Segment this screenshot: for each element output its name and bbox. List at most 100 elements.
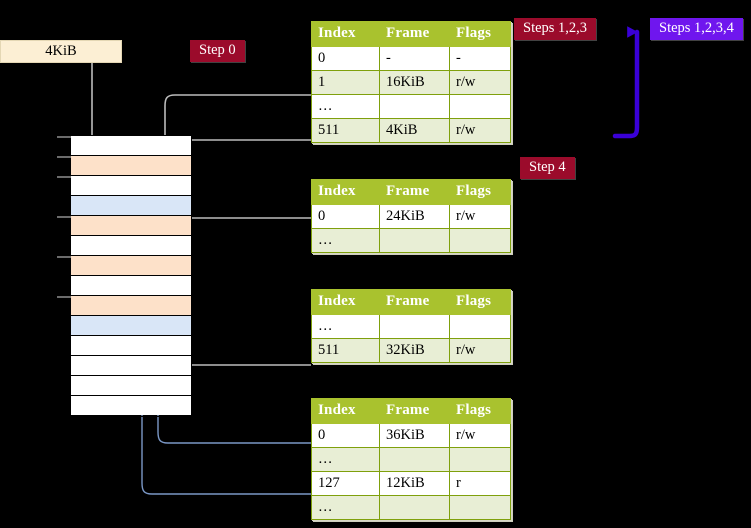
cell-index: 0 (311, 423, 380, 448)
cell-frame: 24KiB (379, 204, 450, 229)
cell-flags: r (449, 471, 511, 496)
cell-index: 0 (311, 46, 380, 71)
column-header-index: Index (311, 398, 380, 424)
cell-index: 1 (311, 70, 380, 95)
memory-frame-row (71, 315, 191, 335)
cell-index: … (311, 94, 380, 119)
connector-table1-0-to-memory (177, 217, 311, 245)
cell-flags: r/w (449, 70, 511, 95)
cell-frame: 32KiB (379, 338, 450, 363)
memory-frame-row (71, 355, 191, 375)
table-row: … (311, 314, 511, 339)
memory-frame-row (57, 215, 191, 235)
memory-frame-tick (57, 176, 71, 178)
badge-steps-1234: Steps 1,2,3,4 (650, 18, 743, 40)
memory-frame-row (71, 195, 191, 215)
cell-frame: 4KiB (379, 118, 450, 143)
memory-frame-row (57, 295, 191, 315)
cell-frame (379, 228, 450, 253)
memory-frame-row (71, 235, 191, 255)
memory-frame-tick (57, 136, 71, 138)
table-row: 0-- (311, 46, 511, 71)
cell-index: … (311, 447, 380, 472)
physical-memory-column (57, 135, 192, 417)
memory-frame-tick (57, 256, 71, 258)
cell-flags: r/w (449, 118, 511, 143)
column-header-index: Index (311, 179, 380, 205)
column-header-frame: Frame (379, 289, 450, 315)
memory-frame-tick (57, 156, 71, 158)
cell-index: 511 (311, 338, 380, 363)
column-header-frame: Frame (379, 398, 450, 424)
cell-frame: 16KiB (379, 70, 450, 95)
cell-flags: - (449, 46, 511, 71)
cell-index: … (311, 228, 380, 253)
badge-step-0: Step 0 (190, 40, 245, 62)
cell-index: 511 (311, 118, 380, 143)
cell-frame (379, 314, 450, 339)
cell-frame: - (379, 46, 450, 71)
page-size-box: 4KiB (0, 40, 122, 63)
cell-index: … (311, 495, 380, 520)
connector-table2-511-to-memory (171, 316, 311, 366)
memory-frame-row (57, 175, 191, 195)
connector-table0-1-to-memory (164, 94, 311, 192)
memory-frame-row (71, 275, 191, 295)
cell-frame: 36KiB (379, 423, 450, 448)
cell-index: … (311, 314, 380, 339)
cell-flags (449, 94, 511, 119)
column-header-index: Index (311, 21, 380, 47)
cell-flags (449, 314, 511, 339)
memory-frame-row (57, 255, 191, 275)
cell-index: 127 (311, 471, 380, 496)
cell-frame (379, 94, 450, 119)
bracket-steps-arrow (612, 26, 640, 139)
cell-flags: r/w (449, 204, 511, 229)
table-row: … (311, 447, 511, 472)
cell-flags (449, 495, 511, 520)
cell-index: 0 (311, 204, 380, 229)
memory-frame-row (57, 135, 191, 155)
cell-frame (379, 447, 450, 472)
cell-flags: r/w (449, 338, 511, 363)
table-row: … (311, 94, 511, 119)
memory-frame-tick (57, 296, 71, 298)
memory-frame-row (57, 155, 191, 175)
cell-flags (449, 228, 511, 253)
column-header-flags: Flags (449, 398, 511, 424)
table-row: … (311, 228, 511, 253)
memory-frame-row (71, 375, 191, 395)
cell-frame: 12KiB (379, 471, 450, 496)
column-header-flags: Flags (449, 21, 511, 47)
badge-step-4: Step 4 (520, 157, 575, 179)
cell-frame (379, 495, 450, 520)
connector-table3-127-to-memory (134, 210, 311, 495)
connector-table3-0-to-memory (150, 325, 311, 444)
column-header-frame: Frame (379, 21, 450, 47)
cell-flags: r/w (449, 423, 511, 448)
memory-frame-tick (57, 216, 71, 218)
column-header-index: Index (311, 289, 380, 315)
column-header-frame: Frame (379, 179, 450, 205)
badge-steps-123: Steps 1,2,3 (514, 18, 597, 40)
column-header-flags: Flags (449, 289, 511, 315)
column-header-flags: Flags (449, 179, 511, 205)
cell-flags (449, 447, 511, 472)
memory-frame-row (71, 395, 191, 415)
memory-frame-row (71, 335, 191, 355)
table-row: … (311, 495, 511, 520)
